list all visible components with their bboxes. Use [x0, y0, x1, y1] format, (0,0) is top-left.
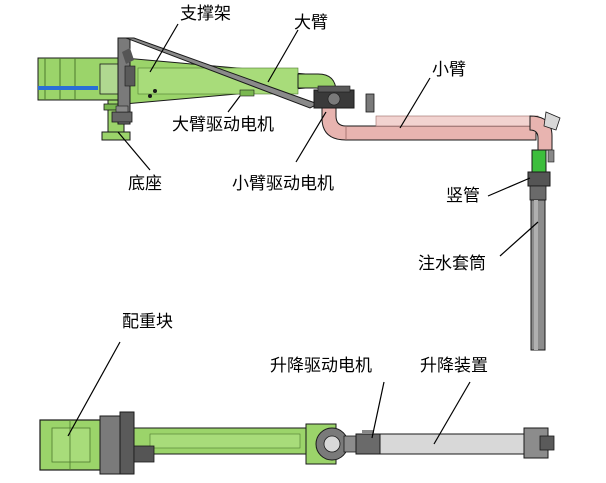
bottom-frame	[99, 411, 315, 475]
label-counterweight: 配重块	[122, 312, 173, 332]
label-support-frame: 支撑架	[180, 4, 231, 24]
lift-drive-motor	[355, 430, 381, 455]
big-arm	[123, 57, 337, 105]
counterweight	[39, 419, 103, 471]
elbow-joint	[313, 85, 375, 113]
label-big-arm-drive-motor: 大臂驱动电机	[172, 115, 274, 135]
label-lift-device: 升降装置	[420, 356, 488, 376]
support-frame	[117, 37, 320, 125]
base-housing	[37, 57, 129, 101]
label-lift-drive-motor: 升降驱动电机	[270, 356, 372, 376]
blue-stripe	[38, 86, 98, 90]
lift-device	[379, 427, 555, 459]
vertical-pipe	[527, 149, 555, 201]
label-water-jacket: 注水套筒	[418, 254, 486, 274]
label-small-arm: 小臂	[432, 60, 466, 80]
water-jacket	[530, 199, 546, 351]
label-base: 底座	[128, 174, 162, 194]
label-small-arm-drive-motor: 小臂驱动电机	[232, 174, 334, 194]
rotary-joint	[305, 423, 359, 465]
big-arm-drive-motor	[111, 105, 133, 123]
small-arm	[321, 107, 561, 151]
label-big-arm: 大臂	[294, 13, 328, 33]
label-vertical-pipe: 竖管	[446, 186, 480, 206]
leader-lines	[67, 23, 539, 445]
